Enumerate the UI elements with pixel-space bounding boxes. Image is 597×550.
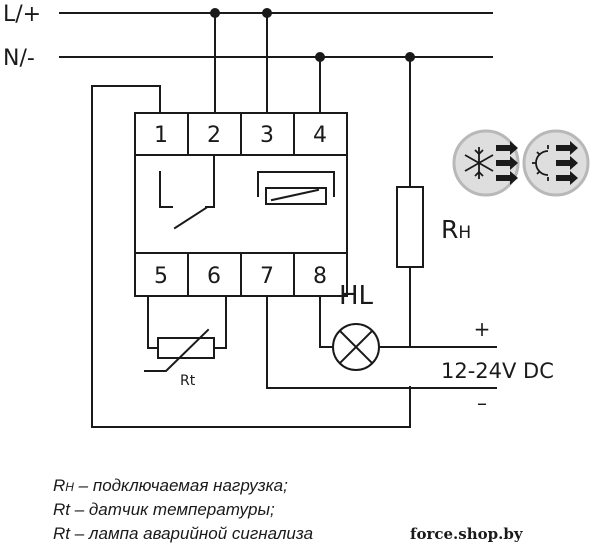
junction-dot bbox=[405, 52, 415, 62]
terminal-3-label: 3 bbox=[260, 123, 274, 148]
junction-dot bbox=[210, 8, 220, 18]
sensor-wiring bbox=[147, 295, 159, 349]
wire-t1-loop bbox=[91, 85, 411, 428]
supply-minus-label: – bbox=[477, 391, 487, 415]
supply-voltage-label: 12-24V DC bbox=[441, 359, 554, 383]
lamp-label: HL bbox=[339, 281, 374, 311]
load-resistor bbox=[396, 186, 424, 268]
terminal-7-label: 7 bbox=[260, 264, 274, 289]
sensor-label: Rt bbox=[180, 373, 196, 389]
legend-lamp: Rt – лампа аварийной сигнализа bbox=[53, 524, 314, 543]
sensor-resistor bbox=[157, 337, 215, 359]
wire-t8-lamp bbox=[319, 295, 334, 348]
terminal-8-label: 8 bbox=[313, 264, 327, 289]
rail-bottom-label: N/- bbox=[3, 46, 35, 71]
wire-t7-minus bbox=[266, 295, 497, 389]
terminal-1-label: 1 bbox=[154, 123, 168, 148]
terminal-2-label: 2 bbox=[207, 123, 221, 148]
relay-contact bbox=[159, 171, 173, 208]
terminal-4-label: 4 bbox=[313, 123, 327, 148]
legend-sensor: Rt – датчик температуры; bbox=[53, 500, 275, 519]
internal-coil bbox=[257, 171, 335, 197]
load-label: RH bbox=[441, 215, 471, 244]
rail-top-label: L/+ bbox=[3, 2, 41, 27]
junction-dot bbox=[262, 8, 272, 18]
cooling-mode-icon bbox=[452, 129, 520, 197]
junction-dot bbox=[315, 52, 325, 62]
terminal-5-label: 5 bbox=[154, 264, 168, 289]
legend-load: RH – подключаемая нагрузка; bbox=[53, 476, 288, 495]
terminal-6-label: 6 bbox=[207, 264, 221, 289]
heating-mode-icon bbox=[522, 129, 590, 197]
watermark: force.shop.by bbox=[404, 524, 529, 545]
supply-plus-label: + bbox=[474, 317, 491, 341]
